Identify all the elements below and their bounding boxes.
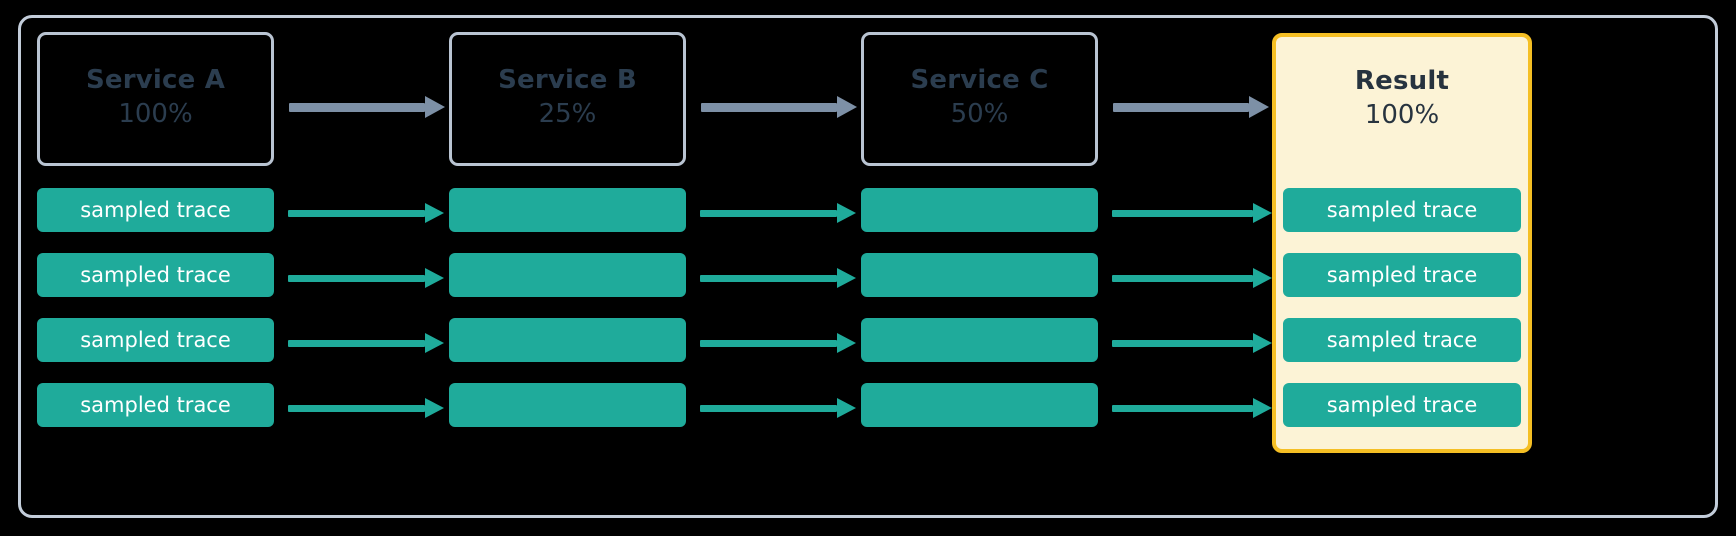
arrow-head bbox=[425, 96, 445, 118]
arrow-shaft bbox=[700, 340, 837, 347]
arrow-head bbox=[425, 268, 444, 288]
trace-label: sampled trace bbox=[1326, 262, 1478, 287]
arrow-head bbox=[425, 203, 444, 223]
arrow-shaft bbox=[288, 405, 425, 412]
trace-row[interactable]: sampled trace bbox=[37, 188, 274, 232]
arrow-shaft bbox=[289, 103, 425, 112]
arrow-shaft bbox=[1112, 275, 1253, 282]
arrow-head bbox=[425, 398, 444, 418]
service-a-percent: 100% bbox=[118, 99, 193, 130]
trace-row[interactable]: sampled trace bbox=[37, 318, 274, 362]
trace-row[interactable] bbox=[861, 318, 1098, 362]
arrow-shaft bbox=[701, 103, 837, 112]
service-c-name: Service C bbox=[910, 64, 1049, 95]
arrow-shaft bbox=[700, 210, 837, 217]
arrow-head bbox=[837, 398, 856, 418]
arrow-head bbox=[837, 96, 857, 118]
arrow-head bbox=[1253, 333, 1272, 353]
arrow-shaft bbox=[1113, 103, 1249, 112]
trace-row[interactable] bbox=[449, 318, 686, 362]
trace-row[interactable]: sampled trace bbox=[1283, 318, 1521, 362]
arrow-shaft bbox=[1112, 405, 1253, 412]
service-b-percent: 25% bbox=[538, 99, 597, 130]
trace-row[interactable] bbox=[449, 383, 686, 427]
arrow-head bbox=[425, 333, 444, 353]
arrow-shaft bbox=[700, 275, 837, 282]
arrow-shaft bbox=[288, 340, 425, 347]
trace-label: sampled trace bbox=[1326, 327, 1478, 352]
arrow-shaft bbox=[288, 275, 425, 282]
arrow-head bbox=[837, 333, 856, 353]
arrow-shaft bbox=[700, 405, 837, 412]
trace-row[interactable] bbox=[861, 188, 1098, 232]
arrow-head bbox=[837, 203, 856, 223]
trace-label: sampled trace bbox=[80, 392, 231, 417]
trace-label: sampled trace bbox=[80, 327, 231, 352]
trace-label: sampled trace bbox=[1326, 392, 1478, 417]
trace-row[interactable] bbox=[449, 253, 686, 297]
trace-row[interactable]: sampled trace bbox=[1283, 253, 1521, 297]
arrow-shaft bbox=[288, 210, 425, 217]
trace-label: sampled trace bbox=[80, 262, 231, 287]
arrow-shaft bbox=[1112, 340, 1253, 347]
service-box-c[interactable]: Service C 50% bbox=[861, 32, 1098, 166]
arrow-head bbox=[1253, 203, 1272, 223]
service-box-a[interactable]: Service A 100% bbox=[37, 32, 274, 166]
arrow-head bbox=[837, 268, 856, 288]
trace-row[interactable] bbox=[861, 383, 1098, 427]
service-a-name: Service A bbox=[85, 64, 226, 95]
service-box-b[interactable]: Service B 25% bbox=[449, 32, 686, 166]
trace-row[interactable] bbox=[449, 188, 686, 232]
trace-label: sampled trace bbox=[1326, 197, 1478, 222]
trace-row[interactable]: sampled trace bbox=[1283, 188, 1521, 232]
trace-row[interactable]: sampled trace bbox=[37, 383, 274, 427]
arrow-shaft bbox=[1112, 210, 1253, 217]
arrow-head bbox=[1249, 96, 1269, 118]
service-c-percent: 50% bbox=[950, 99, 1009, 130]
outer-frame bbox=[18, 15, 1718, 518]
arrow-head bbox=[1253, 268, 1272, 288]
trace-row[interactable]: sampled trace bbox=[1283, 383, 1521, 427]
trace-row[interactable] bbox=[861, 253, 1098, 297]
service-b-name: Service B bbox=[498, 64, 637, 95]
trace-label: sampled trace bbox=[80, 197, 231, 222]
trace-row[interactable]: sampled trace bbox=[37, 253, 274, 297]
arrow-head bbox=[1253, 398, 1272, 418]
